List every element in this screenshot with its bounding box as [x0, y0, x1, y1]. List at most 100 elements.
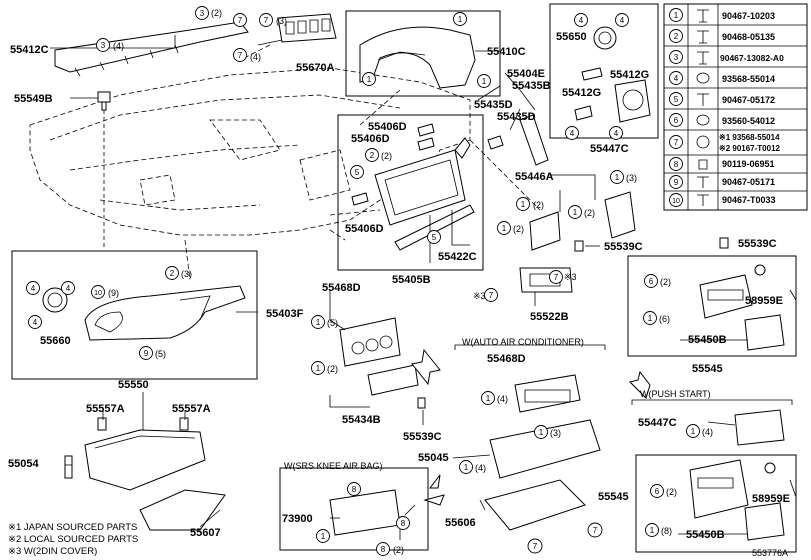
- svg-text:※1 93568-55014: ※1 93568-55014: [719, 133, 780, 142]
- section-titles: W(AUTO AIR CONDITIONER) W(PUSH START) W(…: [284, 337, 793, 471]
- svg-text:55557A: 55557A: [86, 403, 125, 415]
- svg-text:55435B: 55435B: [512, 80, 551, 92]
- svg-text:90467-05172: 90467-05172: [722, 95, 775, 105]
- svg-text:2: 2: [170, 269, 175, 278]
- svg-text:1: 1: [615, 173, 620, 182]
- svg-text:4: 4: [570, 129, 575, 138]
- svg-text:55450B: 55450B: [686, 529, 725, 541]
- frame-srs: [279, 467, 429, 551]
- svg-text:3: 3: [674, 53, 679, 62]
- svg-text:(4): (4): [702, 427, 713, 437]
- svg-text:7: 7: [238, 51, 243, 60]
- svg-text:(8): (8): [661, 526, 672, 536]
- svg-text:90467-10203: 90467-10203: [722, 11, 775, 21]
- svg-text:4: 4: [674, 74, 679, 83]
- cover-55606: [484, 479, 586, 531]
- instrument-panel-outline: [29, 67, 471, 236]
- svg-text:8: 8: [381, 545, 386, 554]
- cover-55607: [139, 489, 226, 531]
- clip-icon: [696, 9, 710, 206]
- svg-text:(2): (2): [533, 200, 544, 210]
- clip-55549b: [97, 91, 111, 111]
- svg-text:93560-54012: 93560-54012: [722, 116, 775, 126]
- svg-text:7: 7: [489, 291, 494, 300]
- svg-text:※2 LOCAL SOURCED PARTS: ※2 LOCAL SOURCED PARTS: [8, 534, 138, 545]
- svg-text:※3: ※3: [473, 291, 486, 301]
- frame-55545-b: [635, 454, 797, 553]
- svg-text:1: 1: [482, 77, 487, 86]
- svg-text:(4): (4): [250, 52, 261, 62]
- svg-text:55468D: 55468D: [322, 282, 361, 294]
- svg-text:55406D: 55406D: [351, 133, 390, 145]
- svg-text:2: 2: [370, 151, 375, 160]
- svg-text:1: 1: [367, 75, 372, 84]
- svg-text:55468D: 55468D: [487, 353, 526, 365]
- svg-text:55435D: 55435D: [497, 111, 536, 123]
- svg-text:1: 1: [464, 463, 469, 472]
- airbag-73900: [329, 489, 401, 536]
- svg-text:(4): (4): [475, 463, 486, 473]
- svg-text:1: 1: [502, 224, 507, 233]
- bezel-55434b: [367, 364, 419, 396]
- svg-text:2: 2: [674, 32, 679, 41]
- speaker-55650: [593, 26, 617, 50]
- svg-text:(5): (5): [327, 318, 338, 328]
- control-55468d: [339, 317, 401, 367]
- cap-55412g: [581, 67, 603, 81]
- svg-text:55549B: 55549B: [14, 93, 53, 105]
- svg-text:3: 3: [101, 41, 106, 50]
- svg-text:W(SRS KNEE AIR BAG): W(SRS KNEE AIR BAG): [284, 461, 383, 471]
- svg-text:(3): (3): [626, 173, 637, 183]
- svg-text:58959E: 58959E: [745, 295, 783, 307]
- svg-text:55406D: 55406D: [368, 121, 407, 133]
- svg-text:55435D: 55435D: [474, 99, 513, 111]
- svg-text:55650: 55650: [556, 31, 587, 43]
- svg-text:6: 6: [674, 116, 679, 125]
- svg-text:1: 1: [316, 318, 321, 327]
- svg-text:55446A: 55446A: [515, 171, 554, 183]
- diagram-id: 553776A: [752, 548, 788, 558]
- svg-text:90119-06951: 90119-06951: [722, 159, 775, 169]
- svg-text:7: 7: [238, 16, 243, 25]
- svg-text:6: 6: [649, 277, 654, 286]
- pocket-55450b: [744, 314, 785, 351]
- svg-text:7: 7: [533, 542, 538, 551]
- svg-text:55434B: 55434B: [342, 414, 381, 426]
- svg-text:93568-55014: 93568-55014: [722, 74, 775, 84]
- svg-text:※3: ※3: [564, 272, 577, 282]
- svg-text:(5): (5): [155, 349, 166, 359]
- damper-55054: [64, 455, 73, 479]
- svg-text:55539C: 55539C: [738, 238, 777, 250]
- svg-text:55557A: 55557A: [172, 403, 211, 415]
- frame-55405b: [337, 114, 484, 271]
- speaker-55660: [42, 287, 68, 313]
- svg-text:1: 1: [691, 427, 696, 436]
- svg-text:(2): (2): [327, 364, 338, 374]
- svg-text:55550: 55550: [118, 379, 149, 391]
- svg-text:※3 W(2DIN COVER): ※3 W(2DIN COVER): [8, 546, 97, 557]
- svg-text:4: 4: [614, 129, 619, 138]
- svg-text:55406D: 55406D: [345, 223, 384, 235]
- svg-text:4: 4: [620, 16, 625, 25]
- svg-text:55412G: 55412G: [562, 87, 601, 99]
- svg-text:1: 1: [648, 314, 653, 323]
- svg-text:55403F: 55403F: [266, 308, 304, 320]
- svg-text:55447C: 55447C: [638, 417, 677, 429]
- svg-text:90467-13082-A0: 90467-13082-A0: [720, 53, 784, 63]
- svg-text:90468-05135: 90468-05135: [722, 32, 775, 42]
- svg-text:55045: 55045: [418, 452, 449, 464]
- svg-text:55539C: 55539C: [604, 241, 643, 253]
- svg-text:1: 1: [674, 11, 679, 20]
- svg-text:55422C: 55422C: [438, 251, 477, 263]
- svg-text:55405B: 55405B: [392, 274, 431, 286]
- clip-55539c: [574, 240, 584, 252]
- cluster-panel-55405b: [374, 149, 466, 226]
- svg-text:55054: 55054: [8, 458, 39, 470]
- svg-text:W(PUSH START): W(PUSH START): [640, 389, 711, 399]
- svg-text:4: 4: [66, 284, 71, 293]
- footnotes: ※1 JAPAN SOURCED PARTS ※2 LOCAL SOURCED …: [8, 522, 138, 557]
- svg-text:8: 8: [401, 519, 406, 528]
- svg-text:10: 10: [672, 198, 680, 205]
- svg-text:5: 5: [674, 95, 679, 104]
